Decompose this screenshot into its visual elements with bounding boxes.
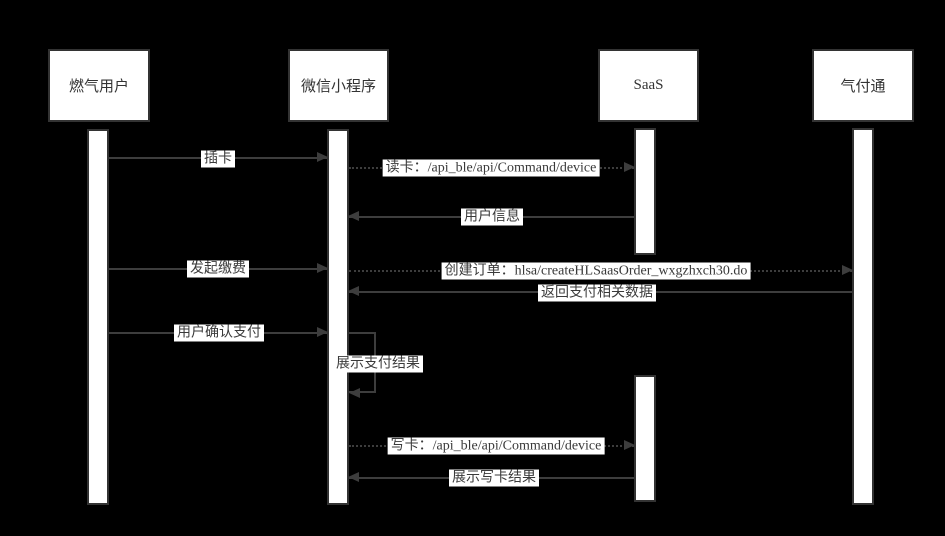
arrowhead-right-icon [842, 265, 853, 275]
arrowhead-left-icon [348, 472, 359, 482]
message-label-write-card: 写卡：/api_ble/api/Command/device [387, 437, 605, 455]
actor-box-saas: SaaS [598, 49, 699, 122]
arrowhead-left-icon [348, 211, 359, 221]
arrowhead-right-icon [624, 440, 635, 450]
message-label-user-info: 用户信息 [461, 208, 523, 226]
activation-bar-wechat-miniprogram [327, 129, 349, 505]
actor-label-gas-user: 燃气用户 [68, 79, 129, 95]
message-label-create-order: 创建订单：hlsa/createHLSaasOrder_wxgzhxch30.d… [441, 262, 751, 280]
arrowhead-right-icon [317, 263, 328, 273]
arrowhead-right-icon [317, 327, 328, 337]
message-label-confirm-payment: 用户确认支付 [174, 324, 264, 342]
message-label-return-payment-data: 返回支付相关数据 [538, 284, 656, 302]
actor-label-qifutong: 气付通 [840, 79, 886, 95]
arrowhead-right-icon [317, 152, 328, 162]
activation-bar-gas-user [87, 129, 109, 505]
message-label-show-payment-result: 展示支付结果 [333, 355, 423, 373]
message-label-read-card: 读卡：/api_ble/api/Command/device [382, 159, 600, 177]
actor-box-qifutong: 气付通 [812, 49, 914, 122]
arrowhead-right-icon [624, 162, 635, 172]
message-label-insert-card: 插卡 [201, 150, 235, 168]
arrowhead-left-icon [349, 388, 360, 398]
activation-bar-saas-2 [634, 375, 656, 502]
actor-label-saas: SaaS [633, 77, 664, 93]
activation-bar-qifutong [852, 128, 874, 505]
actor-label-wechat-miniprogram: 微信小程序 [300, 79, 376, 95]
arrowhead-left-icon [348, 286, 359, 296]
message-label-show-write-result: 展示写卡结果 [449, 469, 539, 487]
actor-box-gas-user: 燃气用户 [48, 49, 150, 122]
message-label-start-payment: 发起缴费 [187, 260, 249, 278]
activation-bar-saas-1 [634, 128, 656, 255]
actor-box-wechat-miniprogram: 微信小程序 [288, 49, 389, 122]
